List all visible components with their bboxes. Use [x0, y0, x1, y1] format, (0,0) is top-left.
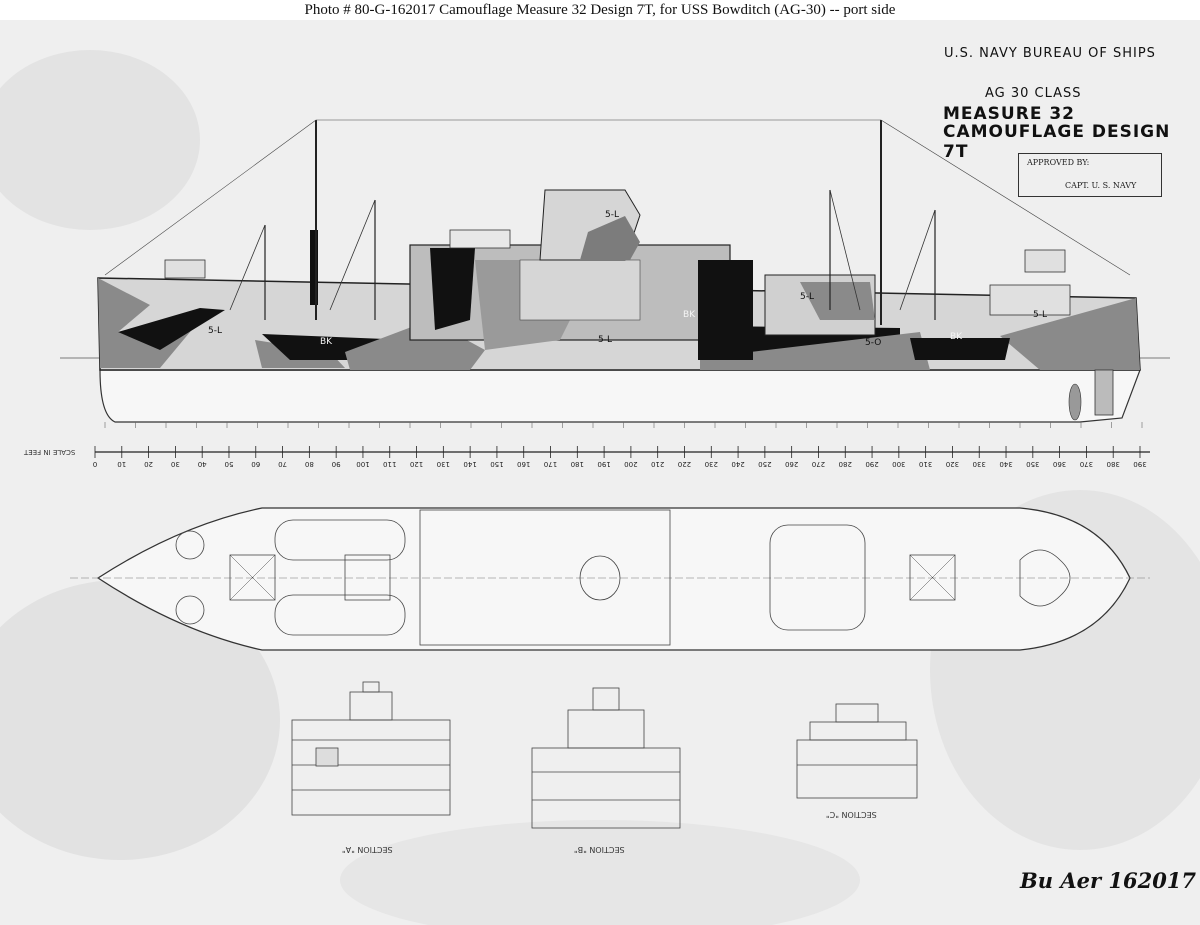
deckhouse-plan [419, 509, 671, 646]
photo-caption: Photo # 80-G-162017 Camouflage Measure 3… [0, 0, 1200, 20]
scale-tick-label: 340 [999, 460, 1012, 468]
paint-code-5l: 5-L [208, 326, 222, 336]
scale-tick-label: 200 [624, 460, 637, 468]
camo-aft-deckhouse [800, 282, 875, 320]
design-title: CAMOUFLAGE DESIGN 7T [943, 122, 1171, 162]
stern-gun [1024, 249, 1066, 273]
scale-tick-label: 210 [651, 460, 664, 468]
camo-super-black [430, 248, 475, 330]
scale-tick-label: 130 [437, 460, 450, 468]
scale-tick-label: 290 [865, 460, 878, 468]
scale-tick-label: 180 [571, 460, 584, 468]
measure-title: MEASURE 32 [943, 104, 1076, 124]
camo-bridge-ocean [580, 216, 640, 260]
camo-super-black2 [698, 260, 753, 360]
agency-title: U.S. NAVY BUREAU OF SHIPS [944, 46, 1156, 61]
scale-tick-label: 280 [839, 460, 852, 468]
scale-tick-label: 260 [785, 460, 798, 468]
camouflage-drawing: 0 10 20 30 40 50 60 70 80 90 100 110 120 130 140 150 160… [0, 20, 1200, 925]
hatch-3 [909, 554, 956, 601]
scale-tick-label: 320 [946, 460, 959, 468]
approval-label: APPROVED BY: [1027, 158, 1090, 167]
scale-tick-label: 250 [758, 460, 771, 468]
scale-tick-label: 120 [410, 460, 423, 468]
camo-black-stern [910, 338, 1010, 360]
scale-tick-label: 390 [1133, 460, 1146, 468]
plan-view-hull [96, 507, 1131, 651]
approval-signature-line: CAPT. U. S. NAVY [1065, 181, 1137, 190]
scale-tick-label: 60 [251, 460, 260, 468]
stern-house [989, 284, 1071, 316]
section-b-label: SECTION "B" [574, 845, 625, 854]
scale-tick-label: 330 [973, 460, 986, 468]
hatch-2 [344, 554, 391, 601]
section-a-label: SECTION "A" [342, 845, 393, 854]
scale-tick-label: 40 [198, 460, 207, 468]
scale-tick-label: 100 [356, 460, 369, 468]
paint-code-bk: BK [950, 332, 963, 342]
camo-black-bow [118, 308, 225, 350]
blueprint-sheet: 0 10 20 30 40 50 60 70 80 90 100 110 120 130 140 150 160… [0, 20, 1200, 925]
hatch-1 [229, 554, 276, 601]
scale-tick-label: 80 [305, 460, 314, 468]
camo-super-light [519, 259, 641, 321]
scale-tick-label: 110 [383, 460, 396, 468]
wheelhouse [449, 229, 511, 249]
camo-ocean-stern [1000, 298, 1140, 370]
scale-tick-label: 20 [144, 460, 153, 468]
paint-code-bk: BK [320, 337, 333, 347]
scale-tick-label: 160 [517, 460, 530, 468]
scale-tick-label: 240 [731, 460, 744, 468]
funnel [310, 230, 318, 305]
paint-code-5l: 5-L [598, 335, 612, 345]
funnel-plan [579, 555, 621, 601]
scale-tick-label: 370 [1080, 460, 1093, 468]
camo-ocean-bow [98, 278, 200, 368]
scale-tick-label: 350 [1026, 460, 1039, 468]
paint-code-bk: BK [683, 310, 696, 320]
scale-tick-label: 50 [225, 460, 234, 468]
bureau-number: Bu Aer 162017 [1020, 868, 1197, 893]
scale-tick-label: 270 [812, 460, 825, 468]
ship-class: AG 30 CLASS [985, 86, 1082, 101]
scale-tick-label: 70 [278, 460, 287, 468]
scale-tick-label: 30 [171, 460, 180, 468]
bow-gun [164, 259, 206, 279]
scale-tick-label: 220 [678, 460, 691, 468]
paint-code-5l: 5-L [605, 210, 619, 220]
scale-tick-label: 140 [463, 460, 476, 468]
scale-tick-label: 90 [332, 460, 341, 468]
scale-ticks [94, 446, 1141, 458]
scale-tick-label: 190 [597, 460, 610, 468]
camo-ocean-aft [700, 332, 930, 370]
approval-box: APPROVED BY: CAPT. U. S. NAVY [1018, 153, 1162, 197]
section-a [291, 681, 451, 816]
paint-code-5l: 5-L [800, 292, 814, 302]
scale-tick-label: 300 [892, 460, 905, 468]
frame-stations [104, 422, 1143, 428]
scale-tick-label: 380 [1107, 460, 1120, 468]
scale-tick-label: 170 [544, 460, 557, 468]
scale-label: SCALE IN FEET [24, 448, 76, 456]
hull-lower [99, 369, 1141, 423]
scale-tick-label: 150 [490, 460, 503, 468]
scale-labels: 0 10 20 30 40 50 60 70 80 90 100 110 120 130 140 150 160… [93, 460, 1147, 468]
scale-tick-label: 360 [1053, 460, 1066, 468]
scale-tick-label: 310 [919, 460, 932, 468]
section-c [796, 703, 918, 799]
section-c-label: SECTION "C" [826, 810, 877, 819]
paint-code-5o: 5-O [865, 338, 882, 348]
paint-code-5l: 5-L [1033, 310, 1047, 320]
scale-tick-label: 0 [93, 460, 97, 468]
section-b [531, 687, 681, 829]
scale-tick-label: 230 [705, 460, 718, 468]
scale-tick-label: 10 [117, 460, 126, 468]
